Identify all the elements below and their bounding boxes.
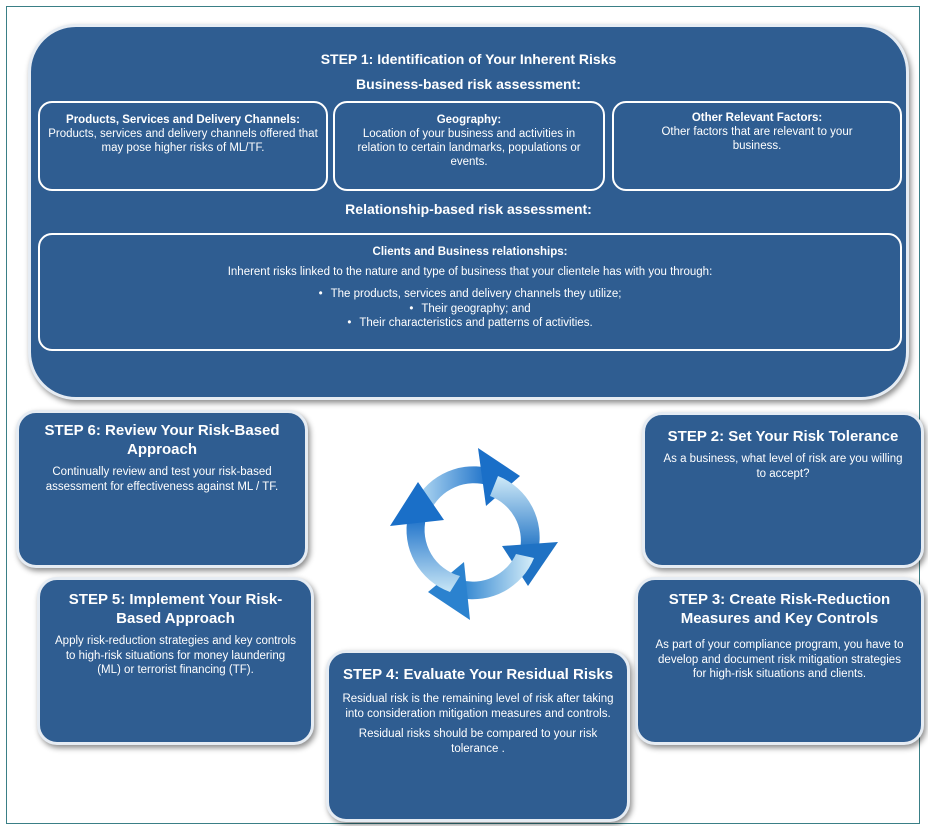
diagram-frame bbox=[6, 6, 920, 824]
business-heading: Business-based risk assessment: bbox=[356, 76, 581, 92]
other-factors-box: Other Relevant Factors: Other factors th… bbox=[612, 101, 902, 191]
clients-text: Inherent risks linked to the nature and … bbox=[227, 266, 713, 278]
step3-box: STEP 3: Create Risk-Reduction Measures a… bbox=[635, 577, 924, 745]
bullet-item: The products, services and delivery chan… bbox=[60, 287, 880, 302]
geography-text: Location of your business and activities… bbox=[357, 128, 581, 168]
arrow-segment-left bbox=[390, 482, 460, 592]
relationship-heading: Relationship-based risk assessment: bbox=[345, 201, 592, 217]
step3-text: As part of your compliance program, you … bbox=[655, 639, 904, 680]
step2-box: STEP 2: Set Your Risk Tolerance As a bus… bbox=[642, 412, 924, 568]
geography-heading: Geography: bbox=[436, 114, 502, 126]
bullet-item: Their characteristics and patterns of ac… bbox=[60, 316, 880, 331]
step6-box: STEP 6: Review Your Risk-Based Approach … bbox=[16, 410, 308, 568]
step4-title: STEP 4: Evaluate Your Residual Risks bbox=[342, 666, 614, 683]
step4-box: STEP 4: Evaluate Your Residual Risks Res… bbox=[326, 650, 630, 822]
products-heading: Products, Services and Delivery Channels… bbox=[66, 114, 300, 126]
other-factors-heading: Other Relevant Factors: bbox=[691, 112, 823, 124]
circular-arrows-cycle-icon bbox=[390, 448, 558, 620]
cycle-graphic bbox=[378, 416, 572, 636]
step4-text2: Residual risks should be compared to you… bbox=[358, 728, 598, 755]
step6-title: STEP 6: Review Your Risk-Based Approach bbox=[44, 422, 280, 458]
step5-box: STEP 5: Implement Your Risk-Based Approa… bbox=[37, 577, 314, 745]
step6-text: Continually review and test your risk-ba… bbox=[45, 466, 279, 493]
products-box: Products, Services and Delivery Channels… bbox=[38, 101, 328, 191]
step5-text: Apply risk-reduction strategies and key … bbox=[55, 635, 296, 676]
step2-title: STEP 2: Set Your Risk Tolerance bbox=[667, 428, 899, 445]
other-factors-text: Other factors that are relevant to your … bbox=[661, 126, 853, 152]
step1-box: STEP 1: Identification of Your Inherent … bbox=[28, 24, 909, 400]
products-text: Products, services and delivery channels… bbox=[48, 128, 318, 154]
bullet-item: Their geography; and bbox=[60, 302, 880, 317]
step5-title: STEP 5: Implement Your Risk-Based Approa… bbox=[68, 591, 283, 627]
step4-text1: Residual risk is the remaining level of … bbox=[342, 693, 614, 720]
geography-box: Geography: Location of your business and… bbox=[333, 101, 605, 191]
clients-heading: Clients and Business relationships: bbox=[372, 246, 568, 258]
step1-title: STEP 1: Identification of Your Inherent … bbox=[320, 51, 617, 67]
step3-title: STEP 3: Create Risk-Reduction Measures a… bbox=[668, 591, 891, 627]
step2-text: As a business, what level of risk are yo… bbox=[663, 453, 903, 480]
clients-bullet-list: The products, services and delivery chan… bbox=[60, 287, 880, 331]
clients-box: Clients and Business relationships: Inhe… bbox=[38, 233, 902, 351]
